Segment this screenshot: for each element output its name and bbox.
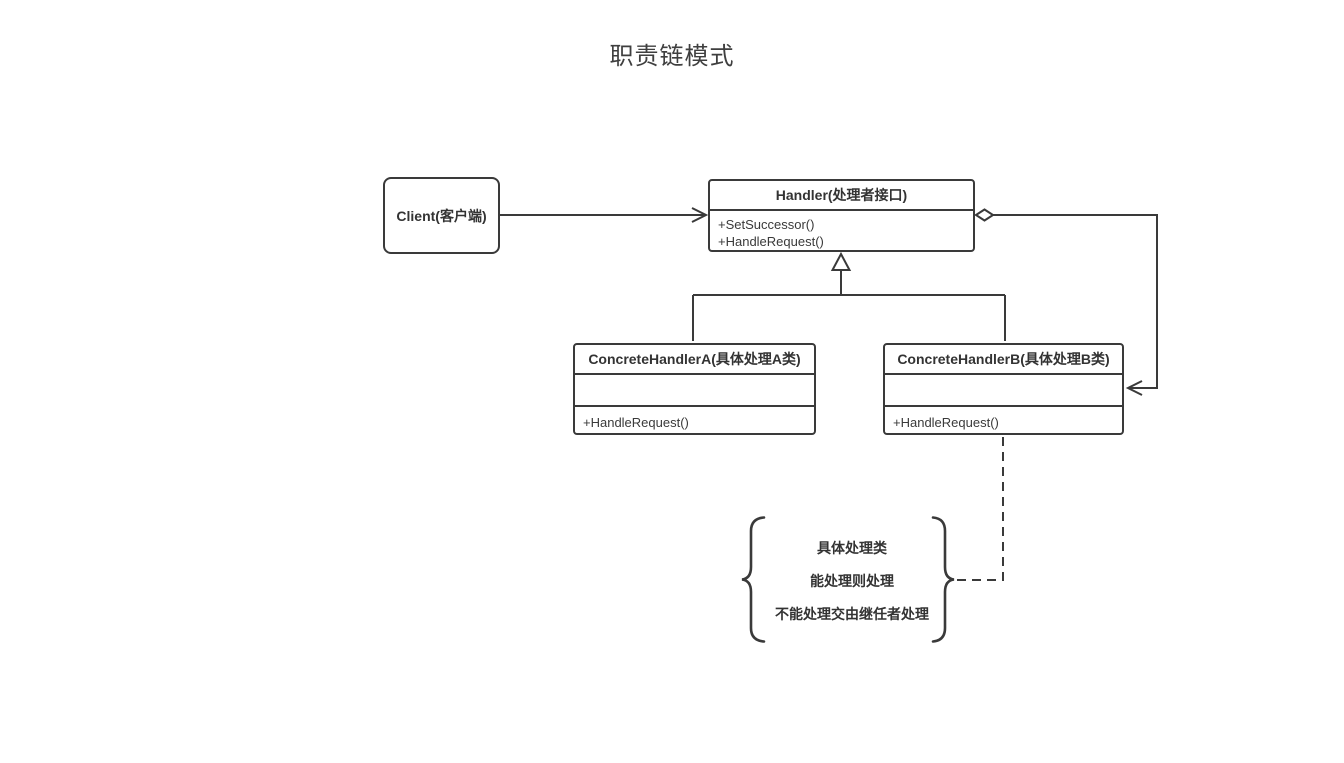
client-class-label: Client(客户端)	[396, 207, 487, 224]
concrete-handler-b-title: ConcreteHandlerB(具体处理B类)	[885, 345, 1122, 375]
concrete-handler-b-attributes-section	[885, 375, 1122, 407]
diagram-title: 职责链模式	[609, 43, 735, 70]
note-line-3: 不能处理交由继任者处理	[775, 606, 929, 622]
handler-method-handlerequest: +HandleRequest()	[718, 234, 824, 249]
handler-methods-section: +SetSuccessor() +HandleRequest()	[710, 211, 973, 250]
note-dashed-connector	[956, 437, 1004, 581]
inheritance-connector	[692, 251, 1006, 341]
note-line-1: 具体处理类	[817, 540, 887, 556]
concrete-handler-a-method-handlerequest: +HandleRequest()	[583, 414, 689, 430]
handler-class-title: Handler(处理者接口)	[710, 181, 973, 211]
concrete-handler-b-class-box[interactable]: ConcreteHandlerB(具体处理B类) +HandleRequest(…	[883, 343, 1124, 435]
note-line-2: 能处理则处理	[810, 573, 894, 589]
concrete-handler-a-attributes-section	[575, 375, 814, 407]
concrete-handler-a-class-box[interactable]: ConcreteHandlerA(具体处理A类) +HandleRequest(…	[573, 343, 816, 435]
association-arrow-client-handler	[500, 207, 709, 223]
handler-class-box[interactable]: Handler(处理者接口) +SetSuccessor() +HandleRe…	[708, 179, 975, 252]
client-class-box[interactable]: Client(客户端)	[383, 177, 500, 254]
concrete-handler-b-method-handlerequest: +HandleRequest()	[893, 414, 999, 430]
handler-method-setsuccessor: +SetSuccessor()	[718, 217, 815, 232]
concrete-handler-a-title: ConcreteHandlerA(具体处理A类)	[575, 345, 814, 375]
